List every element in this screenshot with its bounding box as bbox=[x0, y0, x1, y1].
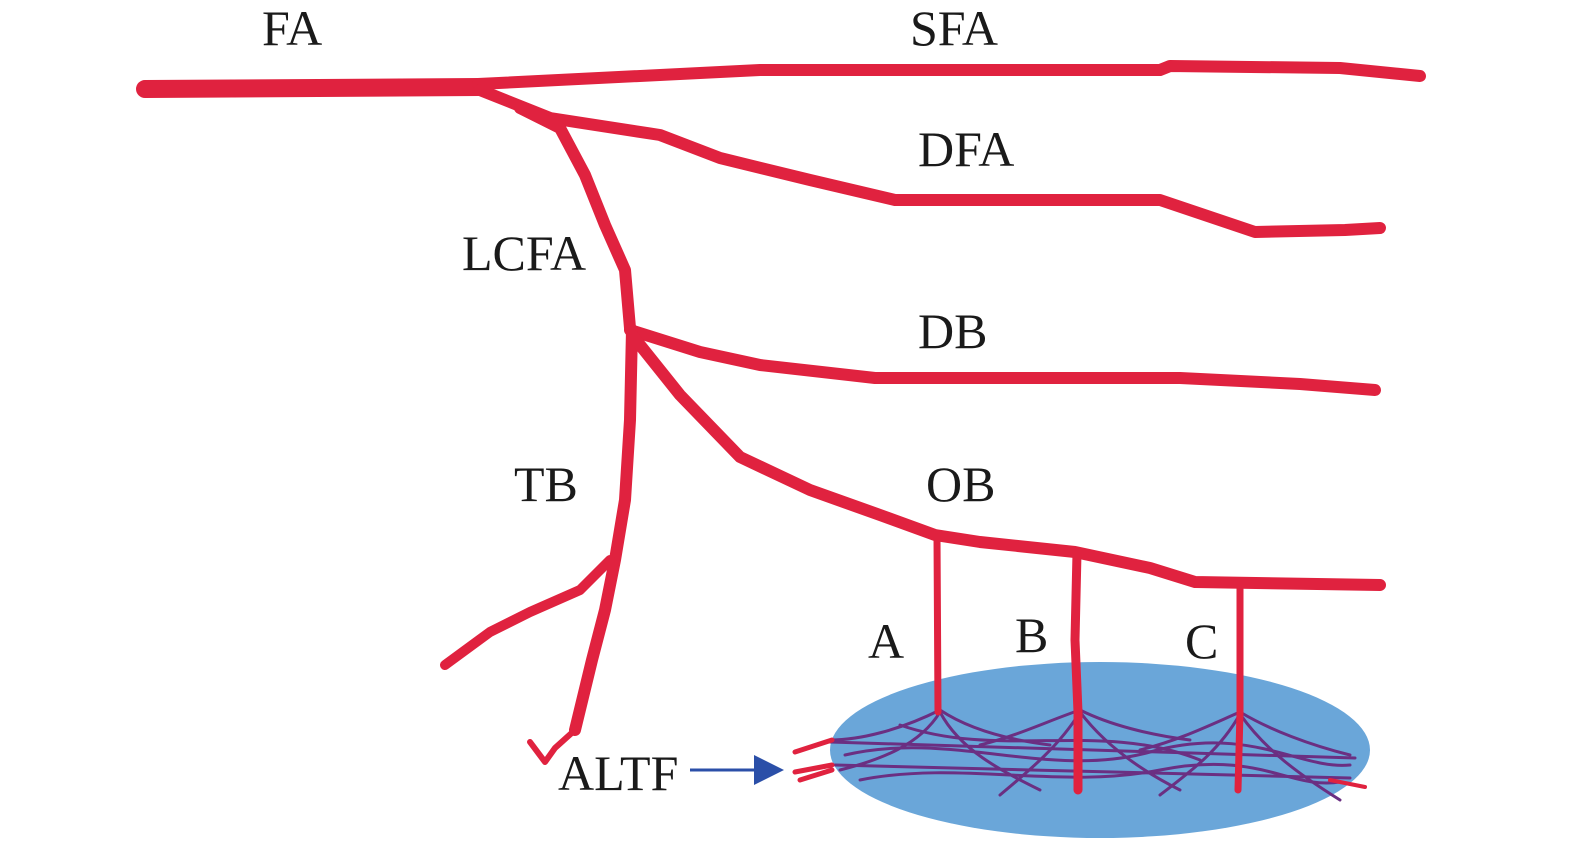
label-db: DB bbox=[918, 303, 987, 359]
fa-vessel bbox=[136, 78, 489, 98]
perforator-c-vessel bbox=[1234, 581, 1244, 794]
lcfa-vessel bbox=[514, 102, 636, 334]
label-lcfa: LCFA bbox=[462, 225, 586, 281]
flap-outflow-twig bbox=[1328, 778, 1367, 789]
label-sfa: SFA bbox=[910, 0, 998, 56]
label-perforator-b: B bbox=[1015, 607, 1048, 663]
label-ob: OB bbox=[926, 456, 995, 512]
sfa-vessel bbox=[472, 60, 1426, 90]
label-fa: FA bbox=[262, 0, 322, 56]
label-altf: ALTF bbox=[558, 745, 678, 801]
label-perforator-a: A bbox=[868, 613, 904, 669]
artery-tree bbox=[136, 60, 1426, 795]
label-dfa: DFA bbox=[918, 121, 1014, 177]
tb-side-branch bbox=[440, 555, 615, 670]
perforator-b-vessel bbox=[1070, 548, 1083, 795]
db-vessel bbox=[624, 324, 1381, 396]
dfa-vessel bbox=[474, 84, 1386, 238]
tb-vessel bbox=[569, 324, 638, 736]
altf-inflow-twigs bbox=[792, 737, 835, 783]
perforator-a-vessel bbox=[933, 533, 942, 716]
label-perforator-c: C bbox=[1185, 613, 1218, 669]
label-tb: TB bbox=[514, 456, 578, 512]
microvascular-network bbox=[828, 708, 1357, 802]
altf-twig bbox=[527, 727, 578, 765]
